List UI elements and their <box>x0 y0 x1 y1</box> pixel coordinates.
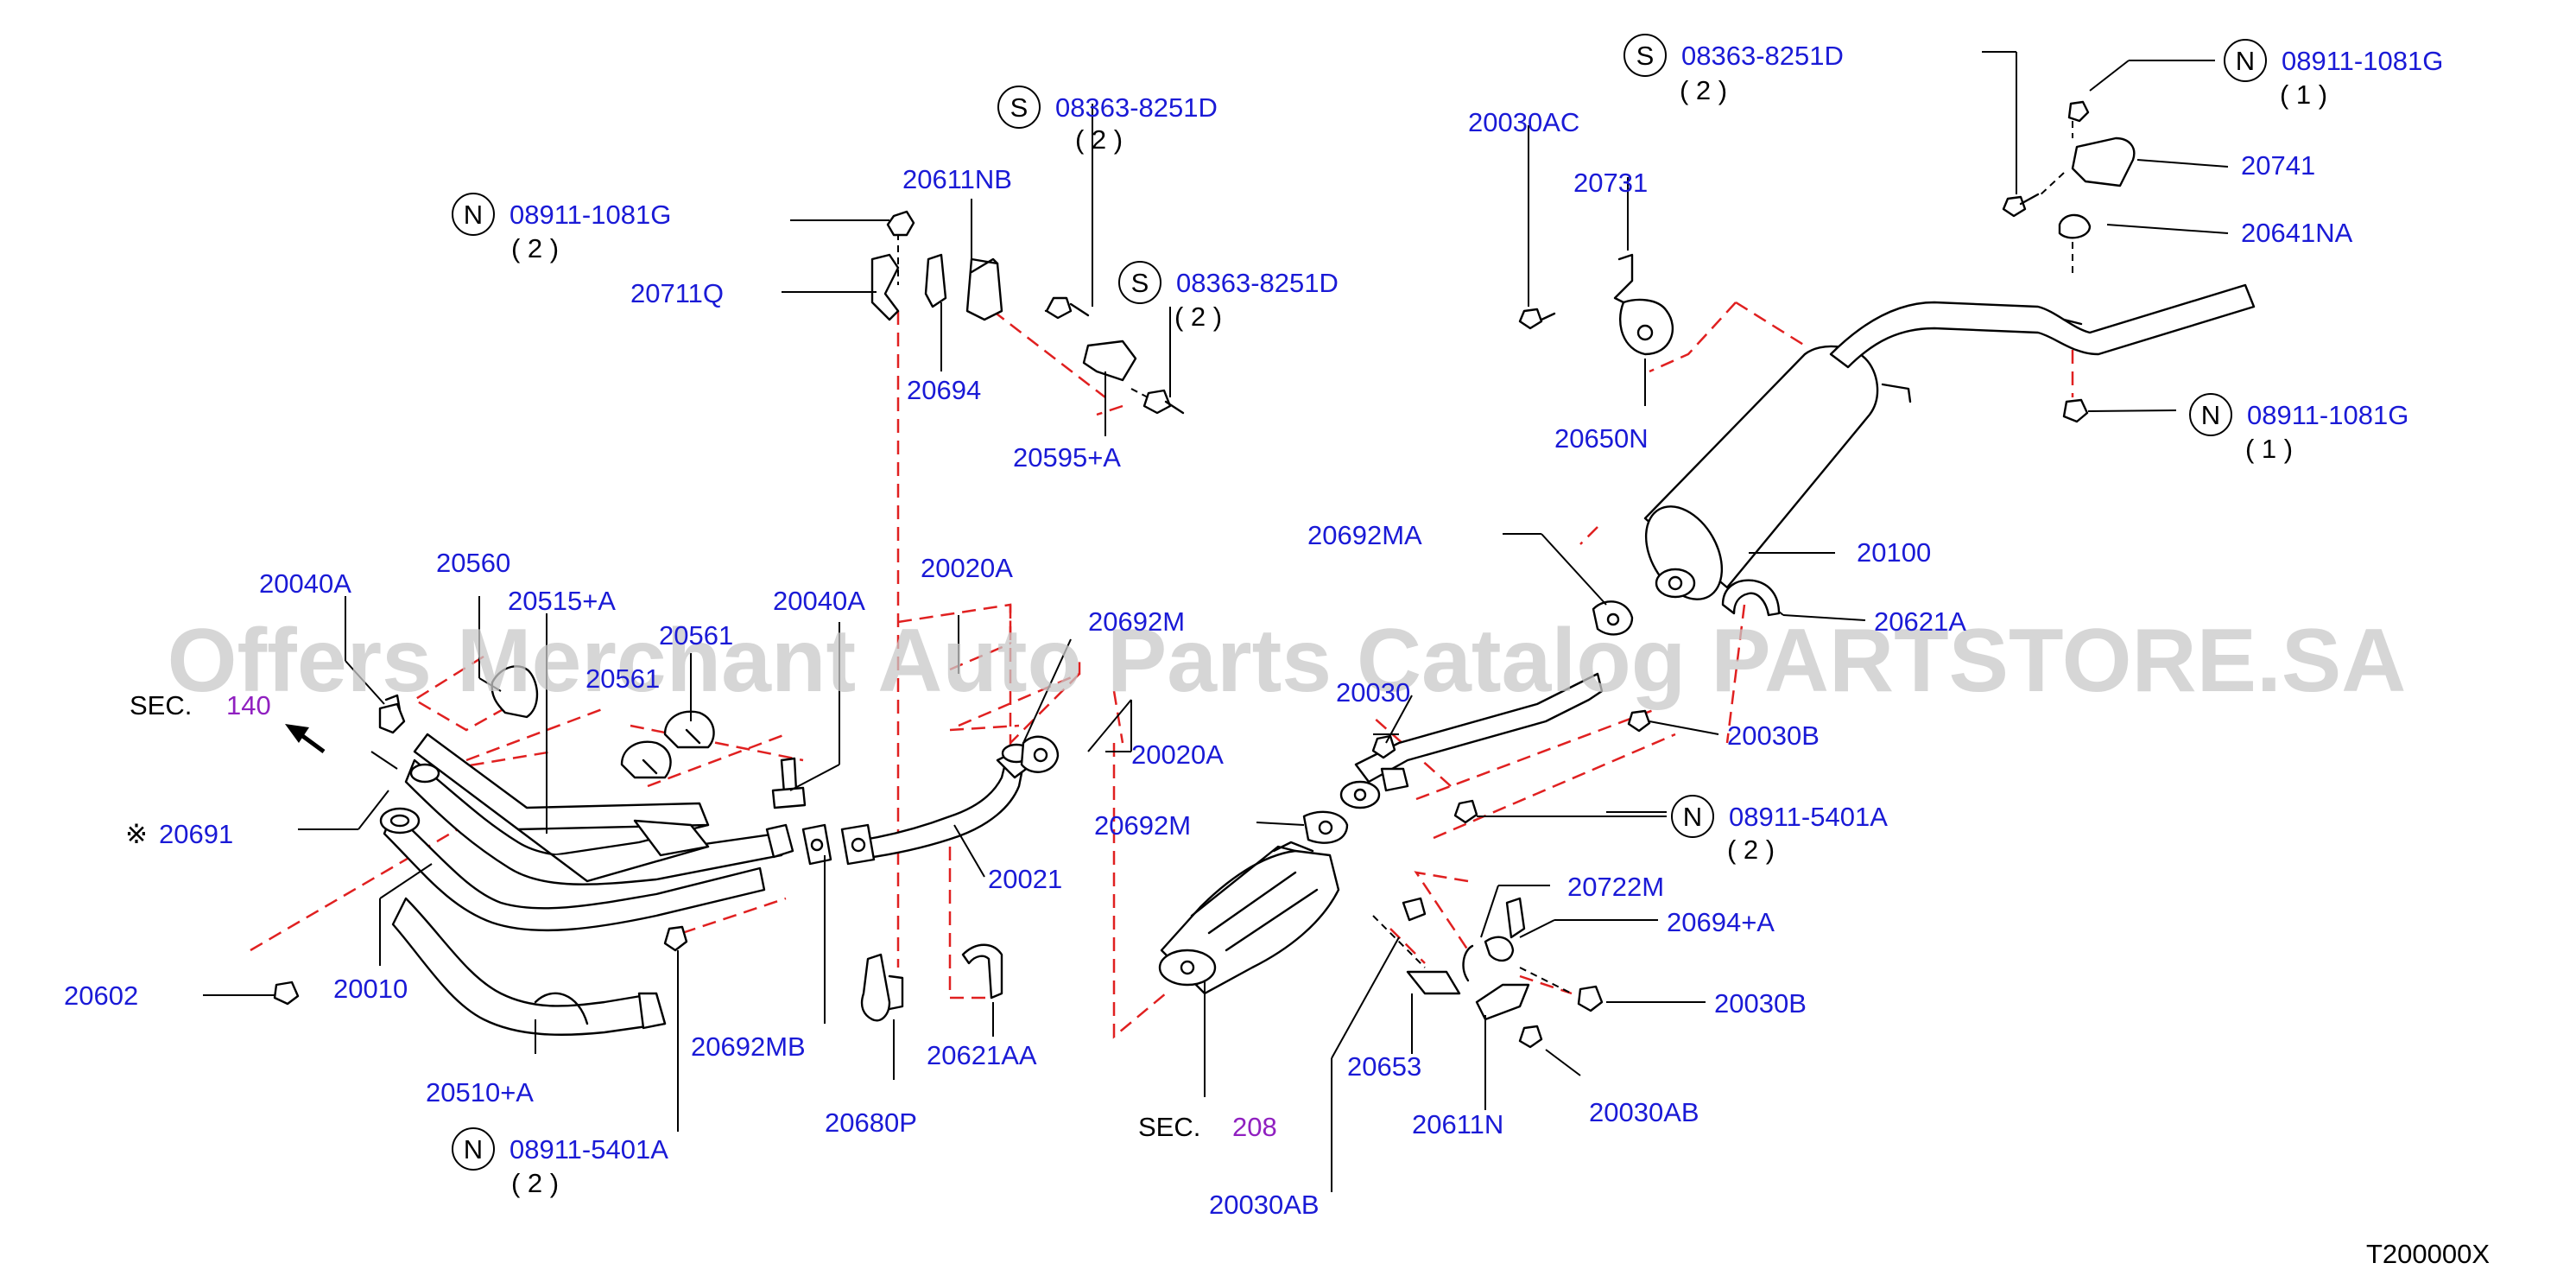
sec140-arrow <box>285 724 326 754</box>
callout-part-number: 08363-8251D <box>1681 41 1844 71</box>
part-label: 20621AA <box>927 1040 1037 1070</box>
callout-part-number: 08911-1081G <box>2282 46 2443 76</box>
part-label: 20653 <box>1347 1051 1421 1082</box>
section-references: SEC. 140 SEC. 208 <box>130 690 1277 1142</box>
front-pipe-20010 <box>379 758 783 932</box>
center-pipe-20030 <box>1339 672 1604 809</box>
part-label: 20711Q <box>630 278 724 308</box>
part-label: 20692M <box>1088 606 1185 637</box>
callouts <box>452 34 2267 1171</box>
part-label: 20694 <box>907 375 981 405</box>
part-label: 20030B <box>1714 988 1807 1019</box>
callout-qtys: ( 2 ) ( 2 ) ( 2 ) ( 2 ) ( 1 ) ( 1 ) ( 2 … <box>511 75 2327 1198</box>
part-label: 20030AC <box>1468 107 1579 137</box>
part-label: 20611NB <box>902 164 1012 194</box>
part-label: 20621A <box>1874 606 1966 637</box>
part-label: 20020A <box>921 553 1013 583</box>
catalytic-converter <box>1158 841 1340 995</box>
part-drawings <box>273 100 2256 1049</box>
part-labels: 20611NB 20711Q 20694 20595+A 20040A 2056… <box>64 107 2353 1220</box>
part-label: 20691 <box>159 819 233 849</box>
hangers <box>870 136 2136 1021</box>
pipe-20515 <box>413 733 710 883</box>
part-label: 20030 <box>1336 677 1410 708</box>
sec140-prefix: SEC. <box>130 690 192 720</box>
gaskets <box>765 600 1634 962</box>
part-label: 20680P <box>825 1107 917 1138</box>
part-label: 20650N <box>1554 423 1649 454</box>
part-label: 20692MA <box>1307 520 1422 550</box>
callout-qty: ( 1 ) <box>2280 79 2327 110</box>
sec208-number[interactable]: 208 <box>1232 1112 1277 1142</box>
part-label: 20722M <box>1567 872 1664 902</box>
part-label: 20030B <box>1727 720 1820 751</box>
part-label: 20692MB <box>691 1031 806 1062</box>
part-label: 20602 <box>64 981 138 1011</box>
sec140-number[interactable]: 140 <box>226 690 271 720</box>
part-label: 20021 <box>988 864 1062 894</box>
watermark: Offers Merchant Auto Parts Catalog PARTS… <box>168 611 2407 711</box>
part-label: 20560 <box>436 548 510 578</box>
fasteners <box>273 100 2090 1049</box>
part-label: 20731 <box>1573 168 1648 198</box>
part-label: 20561 <box>585 663 660 694</box>
callout-qty: ( 2 ) <box>1680 75 1727 105</box>
part-label: 20741 <box>2241 150 2315 181</box>
callout-part-number: 08911-1081G <box>510 200 671 230</box>
asterisk-note-mark: ※ <box>125 819 148 849</box>
callout-symbol: N <box>2236 46 2255 76</box>
callout-qty: ( 2 ) <box>1174 301 1222 332</box>
diagram-code: T200000X <box>2366 1239 2490 1269</box>
part-label: 20641NA <box>2241 218 2353 248</box>
callout-part-number: 08911-5401A <box>1729 802 1888 832</box>
callout-symbol: S <box>1636 41 1655 71</box>
part-label: 20611N <box>1412 1109 1503 1139</box>
pipe-20021 <box>845 743 1034 861</box>
part-label: 20030AB <box>1209 1190 1320 1220</box>
callout-symbol: N <box>2201 400 2220 430</box>
callout-qty: ( 2 ) <box>1727 835 1775 865</box>
part-label: 20040A <box>259 568 351 599</box>
muffler-20100 <box>1643 283 2256 600</box>
part-label: 20694+A <box>1667 907 1775 937</box>
callout-qty: ( 2 ) <box>511 1168 559 1198</box>
part-label: 20595+A <box>1013 442 1121 473</box>
callout-qty: ( 2 ) <box>511 233 559 263</box>
callout-symbol: N <box>1683 802 1702 832</box>
callout-parts: 08911-1081G 08363-8251D 08363-8251D 0836… <box>510 41 2443 1165</box>
part-label: 20561 <box>659 620 733 651</box>
callout-part-number: 08363-8251D <box>1176 268 1339 298</box>
part-label: 20510+A <box>426 1077 534 1107</box>
leader-lines <box>203 51 2229 1192</box>
part-label: 20030AB <box>1589 1097 1699 1127</box>
callout-part-number: 08911-1081G <box>2247 400 2408 430</box>
callout-symbol: S <box>1010 92 1029 123</box>
part-label: 20010 <box>333 974 408 1004</box>
clamps <box>491 665 715 779</box>
callout-part-number: 08911-5401A <box>510 1134 668 1165</box>
callout-symbol: N <box>464 1134 483 1165</box>
callout-part-number: 08363-8251D <box>1055 92 1218 123</box>
callout-qty: ( 1 ) <box>2245 434 2293 464</box>
part-label: 20100 <box>1857 537 1931 568</box>
rubber-hangers <box>860 579 1781 1022</box>
pipe-20510 <box>391 897 667 1036</box>
part-label: 20692M <box>1094 810 1191 841</box>
part-label: 20040A <box>773 586 865 616</box>
callout-qty: ( 2 ) <box>1075 124 1123 155</box>
callout-symbol: S <box>1131 268 1149 298</box>
sec208-prefix: SEC. <box>1138 1112 1200 1142</box>
callout-symbols: N S S S N N N N <box>464 41 2255 1165</box>
part-label: 20020A <box>1131 739 1224 770</box>
callout-symbol: N <box>464 200 483 230</box>
part-label: 20515+A <box>508 586 616 616</box>
